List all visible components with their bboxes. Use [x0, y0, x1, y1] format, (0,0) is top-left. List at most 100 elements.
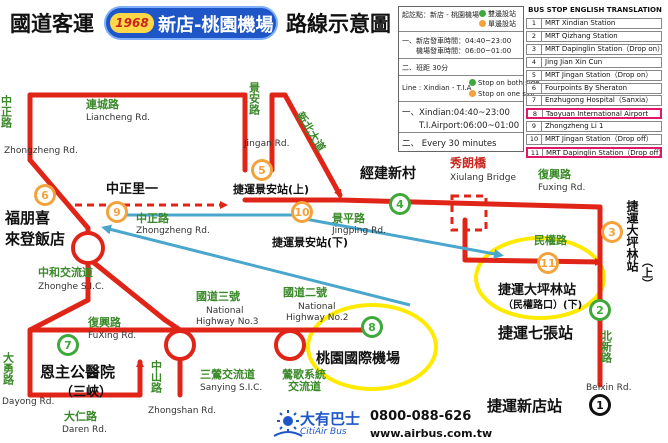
- road-jingan-cn: 景安路: [248, 82, 262, 116]
- stop-2-label: 捷運七張站: [498, 324, 573, 342]
- info-en-time-1: 一、Xindian:04:40~23:00: [402, 108, 510, 118]
- road-zhonghe-cn: 中和交流道: [38, 265, 93, 279]
- english-row-number: 3: [527, 44, 542, 54]
- interchange-rings: [71, 231, 306, 361]
- route-lines: [27, 92, 603, 398]
- info-endpoints: 起訖點：新店 - 桃園機場: [402, 11, 479, 19]
- road-sanying-cn: 三鶯交流道: [200, 367, 255, 381]
- road-fuxing-right-en: Fuxing Rd.: [538, 183, 585, 193]
- stop-4-marker: 4: [389, 193, 411, 215]
- legend-one-side: 單邊設站: [479, 19, 516, 29]
- road-dayong-en: Dayong Rd.: [2, 397, 54, 407]
- info-divider-4: [399, 101, 523, 102]
- english-row-text: MRT Jingan Station（Drop off）: [545, 135, 653, 144]
- website-link[interactable]: www.airbus.com.tw: [370, 427, 493, 440]
- brand-name-cn: 大有巴士: [300, 410, 361, 428]
- stop-11-label-2: （民權路口）(下): [503, 298, 582, 311]
- road-daren-en: Daren Rd.: [62, 425, 107, 435]
- road-minquan-cn: 民權路: [534, 233, 568, 247]
- road-sanying-en: Sanying S.I.C.: [200, 383, 262, 393]
- route-number-badge: 1968: [110, 13, 154, 33]
- stop-8-number: 8: [368, 321, 376, 334]
- page-header: 國道客運 1968 新店-桃園機場 路線示意圖: [0, 0, 400, 50]
- road-nh3-en-1: National: [206, 306, 244, 316]
- road-nh2-en-1: National: [298, 302, 336, 312]
- legend-en-one: Stop on one side: [469, 90, 537, 98]
- stop-5-marker: 5: [251, 159, 273, 181]
- stop-10-marker: 10: [291, 201, 313, 223]
- road-jingping-en: Jingping Rd.: [331, 226, 386, 236]
- road-zhongzheng-left-cn: 中正路: [0, 94, 13, 129]
- brand-name-en: CitiAir Bus: [300, 427, 347, 437]
- info-divider-2: [399, 58, 523, 59]
- stop-1-number: 1: [596, 399, 604, 412]
- english-row-text: Jing Jian Xin Cun: [545, 57, 603, 66]
- english-row-text: Taoyuan International Airport: [546, 110, 649, 119]
- english-row-number: 7: [527, 96, 542, 106]
- road-nh3-cn: 國道三號: [196, 289, 240, 303]
- road-fuxing-right-cn: 復興路: [537, 167, 572, 181]
- info-divider-1: [399, 31, 523, 32]
- phone-number: 0800-088-626: [370, 409, 472, 424]
- info-time-xindian: 一、新店發車時間：04:40~23:00: [402, 37, 512, 45]
- yingge-interchange-ring: [274, 329, 306, 361]
- stop-3-label-1: 捷運大坪林站: [625, 199, 639, 273]
- stop-7-label-1: 恩主公醫院: [40, 363, 115, 381]
- road-yingge-cn-1: 鶯歌系統: [282, 367, 326, 381]
- stop-11-number: 11: [540, 257, 555, 270]
- stop-1-label: 捷運新店站: [487, 397, 562, 415]
- schedule-info-box: 起訖點：新店 - 桃園機場 雙邊設站 單邊設站 一、新店發車時間：04:40~2…: [398, 6, 540, 152]
- stop-5-number: 5: [258, 164, 266, 177]
- road-nh2-en-2: Highway No.2: [286, 313, 348, 323]
- road-yingge-cn-2: 交流道: [288, 379, 321, 393]
- stop-8-marker: 8: [361, 316, 383, 338]
- english-row-text: Enzhugong Hospital（Sanxia）: [545, 96, 653, 105]
- road-zhongzheng-mid-cn: 中正路: [136, 211, 170, 225]
- road-liancheng-en: Liancheng Rd.: [86, 113, 150, 123]
- stop-labels: 福朋喜 來登飯店 恩主公醫院 （三峽） 桃園國際機場 中正里一 捷運景安站(上)…: [4, 165, 582, 415]
- road-labels: 連城路 Liancheng Rd. 中正路 Zhongzheng Rd. 中正路…: [0, 82, 631, 435]
- legend-both-label: 雙邊設站: [488, 10, 516, 18]
- english-row-text: Zhongzheng Li 1: [545, 122, 604, 131]
- road-daren-cn: 大仁路: [64, 409, 98, 423]
- road-zhongzheng-mid-en: Zhongzheng Rd.: [136, 226, 210, 236]
- english-row-number: 9: [527, 122, 542, 132]
- info-line-en: Line : Xindian - T.I.A: [402, 84, 472, 92]
- stop-5-label: 捷運景安站(上): [233, 182, 309, 196]
- english-table-heading: BUS STOP ENGLISH TRANSLATION: [528, 6, 662, 14]
- stop-6-label-1: 福朋喜: [4, 209, 50, 227]
- airport-highlight-ring: [306, 303, 438, 391]
- stop-4-label: 經建新村: [360, 165, 416, 182]
- stop-10-label: 捷運景安站(下): [272, 235, 348, 249]
- stop-1-marker: 1: [589, 394, 611, 416]
- road-zhongshan-cn: 中山路: [150, 359, 163, 394]
- stop-3-vertical-label: 捷運大坪林站 （上）: [625, 199, 654, 289]
- stop-7-marker: 7: [57, 334, 79, 356]
- english-row-number: 11: [528, 149, 543, 156]
- stop-circles: 1 2 3 4 5 6 7 8 9 10 11: [34, 159, 623, 416]
- stop-6-number: 6: [41, 189, 49, 202]
- legend-en-both-label: Stop on both side: [478, 79, 540, 87]
- legend-en-orange-dot: [469, 90, 476, 97]
- stop-6-label-2: 來登飯店: [5, 230, 65, 248]
- stop-3-number: 3: [608, 226, 616, 239]
- info-divider-3: [399, 75, 523, 76]
- blue-arrows: [101, 210, 504, 307]
- english-row-number: 6: [527, 83, 542, 93]
- stop-11-marker: 11: [537, 252, 559, 274]
- legend-orange-dot: [479, 20, 486, 27]
- english-row-number: 5: [527, 70, 542, 80]
- brand-logo-icon: [273, 410, 303, 437]
- road-jingan-en: Jingan Rd.: [243, 139, 289, 149]
- stop-7-number: 7: [64, 339, 72, 352]
- road-fuxing-left-en: FuXing Rd.: [88, 331, 136, 341]
- stop-9-label: 中正里一: [106, 181, 158, 197]
- legend-en-green-dot: [469, 79, 476, 86]
